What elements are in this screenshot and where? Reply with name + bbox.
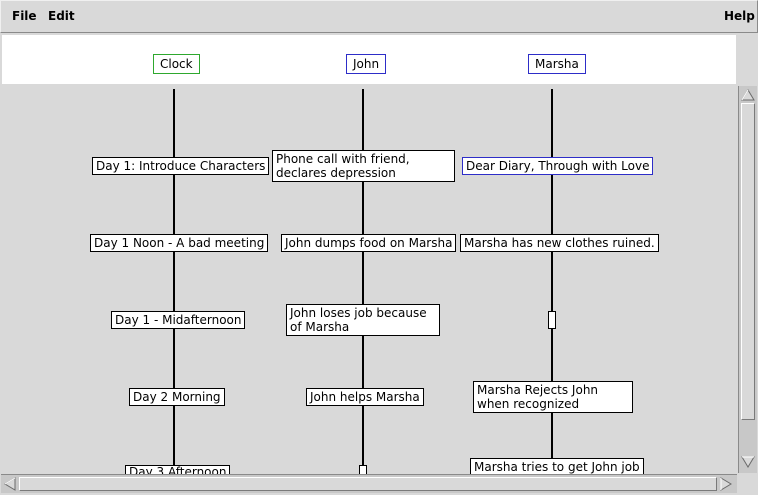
- header-band-gutter: [736, 35, 758, 84]
- scrollbar-corner: [738, 474, 758, 495]
- lifeline-marsha: [551, 89, 553, 474]
- event-clock-3[interactable]: Day 1 - Midafternoon: [111, 311, 246, 329]
- event-marsha-marker[interactable]: [548, 311, 556, 329]
- scroll-down-icon[interactable]: [740, 454, 756, 470]
- menu-edit[interactable]: Edit: [48, 9, 75, 23]
- event-john-3[interactable]: John loses job because of Marsha: [286, 304, 440, 336]
- lifeline-john: [362, 89, 364, 474]
- horizontal-scrollbar[interactable]: [1, 474, 737, 493]
- lifeline-clock: [173, 89, 175, 474]
- event-marsha-2[interactable]: Marsha has new clothes ruined.: [460, 234, 659, 252]
- menu-file[interactable]: File: [12, 9, 37, 23]
- menu-bar: File Edit Help: [0, 0, 758, 33]
- scroll-up-icon[interactable]: [740, 87, 756, 103]
- timeline-canvas[interactable]: [0, 33, 758, 495]
- event-clock-2[interactable]: Day 1 Noon - A bad meeting: [90, 234, 269, 252]
- vertical-scrollbar[interactable]: [738, 86, 757, 473]
- column-header-clock[interactable]: Clock: [153, 54, 200, 74]
- event-john-4[interactable]: John helps Marsha: [306, 388, 424, 406]
- event-clock-5[interactable]: Day 3 Afternoon: [125, 465, 231, 474]
- event-clock-5-label: Day 3 Afternoon: [129, 465, 227, 474]
- scroll-right-icon[interactable]: [718, 476, 734, 492]
- event-john-1[interactable]: Phone call with friend, declares depress…: [272, 150, 455, 182]
- event-marsha-3[interactable]: Marsha Rejects John when recognized: [473, 381, 633, 413]
- column-header-marsha[interactable]: Marsha: [528, 54, 586, 74]
- horizontal-scroll-thumb[interactable]: [19, 477, 717, 491]
- event-marsha-1[interactable]: Dear Diary, Through with Love: [462, 157, 654, 175]
- event-john-marker[interactable]: [359, 465, 367, 474]
- vertical-scroll-thumb[interactable]: [741, 103, 755, 420]
- event-clock-4[interactable]: Day 2 Morning: [129, 388, 225, 406]
- menu-help[interactable]: Help: [724, 9, 755, 23]
- event-marsha-4[interactable]: Marsha tries to get John job: [470, 458, 644, 474]
- scroll-left-icon[interactable]: [2, 476, 18, 492]
- event-john-2[interactable]: John dumps food on Marsha: [281, 234, 457, 252]
- event-clock-1[interactable]: Day 1: Introduce Characters: [92, 157, 270, 175]
- column-header-john[interactable]: John: [346, 54, 387, 74]
